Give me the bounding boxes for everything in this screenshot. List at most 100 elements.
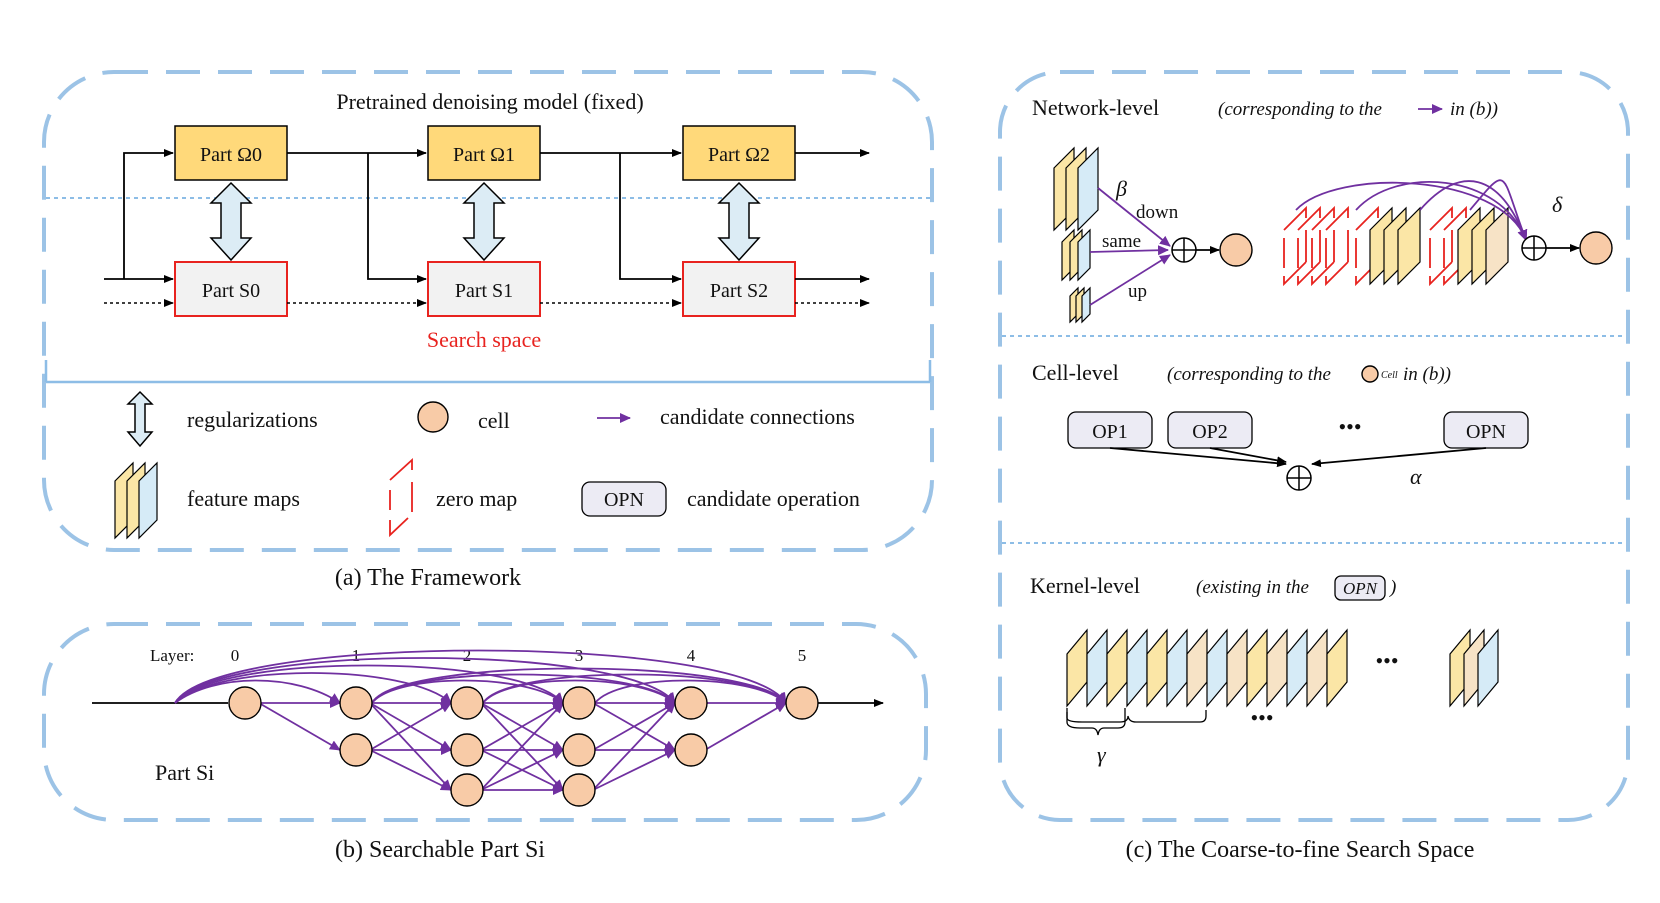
cell-node	[450, 686, 484, 720]
candidate-connection	[1469, 179, 1528, 241]
skip-connection	[174, 672, 452, 704]
network-cell-left	[1219, 233, 1253, 267]
kernel-ellipsis-right: •••	[1375, 648, 1398, 673]
panel-a-legend: regularizations cell candidate connectio…	[114, 390, 860, 540]
kernel-level-note: (existing in the	[1196, 577, 1309, 598]
legend-candidate-connections-label: candidate connections	[660, 404, 855, 429]
regularization-arrow-0	[209, 181, 253, 262]
zero-map	[1311, 261, 1335, 287]
zero-map	[1297, 205, 1321, 231]
cell-node	[562, 773, 596, 807]
alpha-label: α	[1410, 464, 1422, 489]
cell-node	[562, 733, 596, 767]
cell-node	[339, 733, 373, 767]
regularization-arrow-2	[717, 181, 761, 262]
candidate-connection	[1355, 181, 1528, 241]
candidate-connection	[258, 702, 341, 751]
pretrained-model-title: Pretrained denoising model (fixed)	[336, 89, 643, 114]
op-1-to-sum	[1109, 447, 1287, 468]
kernel-feature-map	[1186, 628, 1208, 708]
kernel-feature-map	[1066, 628, 1088, 708]
layer-4-label: 4	[687, 646, 696, 665]
part-omega-0-label: Part Ω0	[200, 144, 262, 166]
part-omega-1-label: Part Ω1	[453, 144, 515, 166]
candidate-connection	[480, 702, 564, 751]
network-sum-node-right	[1521, 235, 1547, 261]
legend-zero-map-icon	[389, 457, 413, 538]
zero-map	[1283, 261, 1307, 287]
part-omega-2-label: Part Ω2	[708, 144, 770, 166]
kernel-feature-map	[1226, 628, 1248, 708]
kernel-feature-map	[1326, 628, 1348, 708]
cell-node	[674, 686, 708, 720]
zero-map	[1311, 205, 1335, 231]
network-level-note: (corresponding to the	[1218, 99, 1382, 120]
same-label: same	[1102, 231, 1141, 252]
cell-node	[562, 686, 596, 720]
cell-node	[674, 733, 708, 767]
zero-map	[1297, 261, 1321, 287]
candidate-connection	[592, 749, 676, 791]
part-s-2-box	[682, 261, 796, 317]
op-2-to-sum	[1209, 447, 1287, 465]
panel-b-candidate-connections	[174, 649, 787, 795]
kernel-feature-maps	[1066, 628, 1499, 708]
op-ellipsis: •••	[1338, 414, 1361, 439]
delta-label: δ	[1552, 192, 1563, 217]
op-2-label: OP2	[1192, 421, 1228, 443]
candidate-connection	[1295, 181, 1528, 241]
panel-a-caption: (a) The Framework	[335, 565, 521, 591]
op-n-to-sum	[1311, 447, 1487, 468]
network-level-title: Network-level	[1032, 95, 1159, 120]
legend-zero-map-label: zero map	[436, 486, 517, 511]
op-1-label: OP1	[1092, 421, 1128, 443]
cell-node	[450, 773, 484, 807]
cell-node	[228, 686, 262, 720]
cell-node	[339, 686, 373, 720]
kernel-feature-map	[1106, 628, 1128, 708]
panel-c-caption: (c) The Coarse-to-fine Search Space	[1126, 837, 1475, 863]
layer-5-label: 5	[798, 646, 807, 665]
legend-op-box	[581, 481, 667, 517]
kernel-feature-map	[1166, 628, 1188, 708]
panel-a-connections	[104, 149, 870, 307]
candidate-connection	[369, 702, 452, 791]
panel-b-border	[42, 622, 928, 822]
beta-label: β	[1115, 176, 1127, 201]
kernel-feature-map	[1477, 628, 1499, 708]
kernel-feature-map	[1146, 628, 1168, 708]
skip-connection	[594, 679, 787, 704]
kernel-feature-map	[1306, 628, 1328, 708]
network-up-connection	[1089, 254, 1171, 306]
candidate-connection	[592, 702, 676, 751]
cell-note-cell-word: Cell	[1381, 370, 1398, 381]
kernel-feature-map	[1246, 628, 1268, 708]
panel-c-border	[998, 70, 1630, 822]
legend-feature-maps-label: feature maps	[187, 486, 300, 511]
legend-regularizations-label: regularizations	[187, 407, 318, 432]
kernel-ellipsis-bottom: •••	[1250, 705, 1273, 730]
up-label: up	[1128, 281, 1147, 302]
layer-0-label: 0	[231, 646, 240, 665]
feature-map	[1485, 206, 1509, 286]
panel-b-searchable-part: Layer: 0 1 2 3 4 5 Part Si (b) Searchabl…	[42, 622, 928, 863]
candidate-connection	[1419, 180, 1528, 241]
skip-connection	[371, 667, 787, 704]
candidate-connection	[369, 749, 452, 791]
skip-connection	[482, 673, 787, 704]
cell-level-note: (corresponding to the	[1167, 364, 1331, 385]
layer-label: Layer:	[150, 646, 194, 665]
candidate-connection	[592, 702, 676, 791]
cell-level-note-end: in (b))	[1403, 364, 1451, 385]
zero-map	[1429, 261, 1453, 287]
gamma-label: γ	[1097, 742, 1107, 767]
part-omega-0-box	[174, 125, 288, 181]
network-sum-node-left	[1171, 237, 1197, 263]
part-s-2-label: Part S2	[710, 280, 768, 302]
legend-candidate-operation-label: candidate operation	[687, 486, 860, 511]
zero-map	[1443, 205, 1467, 231]
part-s-1-label: Part S1	[455, 280, 513, 302]
network-feature-maps-right	[1283, 179, 1528, 287]
kernel-feature-map	[1086, 628, 1108, 708]
